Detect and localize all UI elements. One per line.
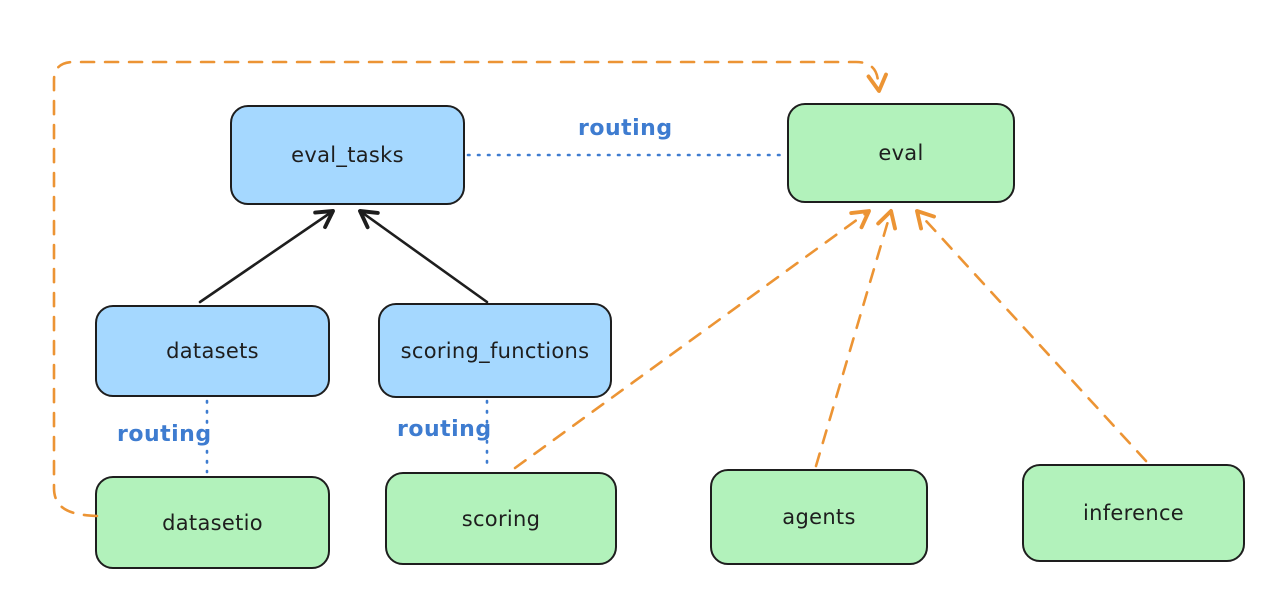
node-agents: agents [710, 469, 928, 565]
edge-label-routing-scoring-functions-scoring: routing [397, 417, 492, 442]
node-datasetio: datasetio [95, 476, 330, 569]
edge-label-routing-eval-tasks-eval: routing [578, 116, 673, 141]
node-eval: eval [787, 103, 1015, 203]
node-eval-tasks: eval_tasks [230, 105, 465, 205]
node-eval-tasks-label: eval_tasks [291, 143, 404, 167]
edge-inference-to-eval [915, 209, 1148, 463]
edge-agents-to-eval [814, 209, 897, 468]
node-scoring-functions: scoring_functions [378, 303, 612, 398]
node-eval-label: eval [878, 141, 924, 165]
edge-datasetio-to-eval [52, 60, 888, 518]
edge-scoring-functions-to-eval-tasks [358, 209, 489, 304]
node-inference: inference [1022, 464, 1245, 562]
node-inference-label: inference [1082, 501, 1185, 525]
edge-label-routing-datasets-datasetio: routing [117, 422, 212, 447]
node-agents-label: agents [782, 505, 856, 529]
edge-datasets-to-eval-tasks [198, 209, 335, 304]
node-scoring-functions-label: scoring_functions [400, 338, 590, 363]
node-scoring-label: scoring [461, 506, 541, 531]
node-datasets-label: datasets [166, 339, 259, 363]
node-datasetio-label: datasetio [162, 510, 263, 535]
node-datasets: datasets [95, 305, 330, 397]
node-scoring: scoring [385, 472, 617, 565]
